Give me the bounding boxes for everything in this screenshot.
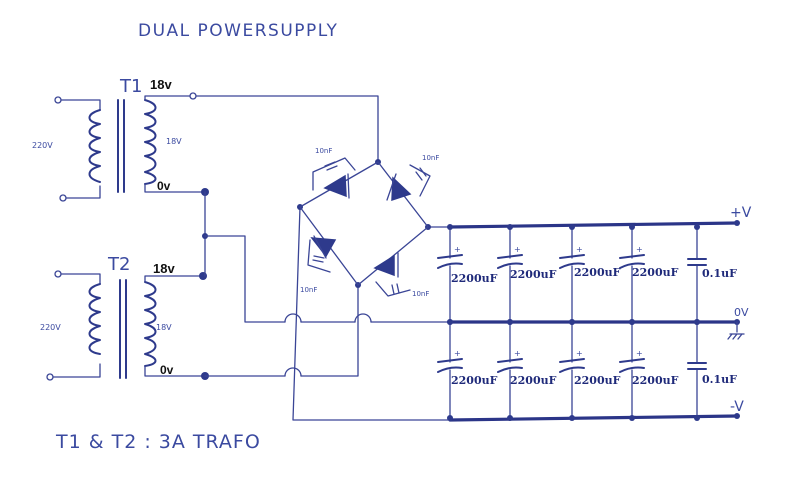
- lower-cap-label-1: 2200uF: [451, 374, 498, 387]
- upper-capacitor-polarity-2: +: [514, 245, 521, 254]
- upper-cap-label-5: 0.1uF: [702, 267, 737, 280]
- t1-secondary-label: 18V: [166, 137, 182, 146]
- ground-rail-label: 0V: [734, 306, 749, 319]
- diode-d3: [310, 235, 337, 259]
- t2-primary-label: 220V: [40, 323, 61, 332]
- upper-capacitor-polarity-1: +: [454, 245, 461, 254]
- lower-capacitor-polarity-3: +: [576, 349, 583, 358]
- lower-capacitor-5: [687, 319, 707, 421]
- t1-bottom-tap: 0v: [157, 179, 171, 193]
- upper-cap-label-4: 2200uF: [632, 266, 679, 279]
- bridge-cap-label-3: 10nF: [300, 286, 317, 294]
- lower-cap-label-5: 0.1uF: [702, 373, 737, 386]
- lower-capacitor-2: +: [497, 319, 523, 421]
- lower-capacitor-polarity-4: +: [636, 349, 643, 358]
- lower-capacitor-1: +: [437, 319, 463, 421]
- t1-top-tap: 18v: [150, 77, 172, 92]
- lower-capacitor-polarity-1: +: [454, 349, 461, 358]
- power-rails: [448, 220, 745, 422]
- upper-cap-label-1: 2200uF: [451, 272, 498, 285]
- bridge-cap-label-1: 10nF: [315, 147, 332, 155]
- schematic-title: DUAL POWERSUPPLY: [138, 21, 338, 41]
- t1-name: T1: [119, 76, 142, 97]
- lower-cap-label-3: 2200uF: [574, 374, 621, 387]
- bridge-cap-label-2: 10nF: [422, 154, 439, 162]
- bridge-rectifier: [299, 157, 431, 297]
- capacitor-bank: + + + + + + + +: [437, 224, 707, 421]
- capacitor-labels: 2200uF 2200uF 2200uF 2200uF 0.1uF 2200uF…: [451, 266, 737, 387]
- diode-d2: [386, 173, 412, 202]
- t2-bottom-tap: 0v: [160, 363, 174, 377]
- lower-capacitor-polarity-2: +: [514, 349, 521, 358]
- t2-top-tap: 18v: [153, 261, 175, 276]
- transformer-t1: [54, 92, 209, 202]
- upper-capacitor-polarity-3: +: [576, 245, 583, 254]
- diode-d1: [323, 173, 350, 199]
- transformer-t2: [46, 270, 209, 381]
- upper-cap-label-2: 2200uF: [510, 268, 557, 281]
- diode-d4: [373, 252, 399, 278]
- lower-cap-label-2: 2200uF: [510, 374, 557, 387]
- footer-note: T1 & T2 : 3A TRAFO: [55, 431, 261, 453]
- upper-capacitor-3: +: [559, 224, 585, 325]
- upper-cap-label-3: 2200uF: [574, 266, 621, 279]
- lower-capacitor-4: +: [619, 319, 645, 421]
- t2-secondary-label: 18V: [156, 323, 172, 332]
- lower-cap-label-4: 2200uF: [632, 374, 679, 387]
- positive-rail-label: +V: [730, 205, 752, 221]
- bridge-cap-label-4: 10nF: [412, 290, 429, 298]
- upper-capacitor-polarity-4: +: [636, 245, 643, 254]
- t1-primary-label: 220V: [32, 141, 53, 150]
- lower-capacitor-3: +: [559, 319, 585, 421]
- t2-name: T2: [107, 254, 130, 275]
- negative-rail-label: -V: [730, 399, 744, 415]
